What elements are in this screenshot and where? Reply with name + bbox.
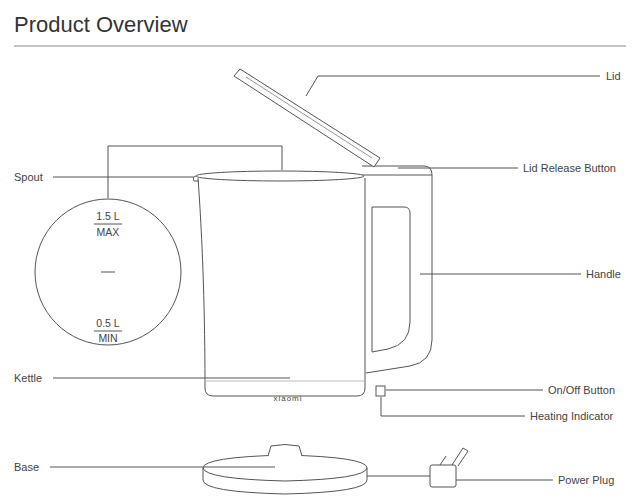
part-label: Spout	[14, 171, 43, 184]
level-mark: MAX	[97, 226, 120, 238]
level-mark: 0.5 L	[96, 317, 119, 329]
brand-logo: xiaomi	[273, 392, 302, 405]
part-label: On/Off Button	[548, 384, 615, 397]
level-inset-circle: 1.5 L MAX 0.5 L MIN	[34, 198, 182, 346]
part-label: Heating Indicator	[530, 410, 613, 423]
level-mark: MIN	[98, 332, 117, 344]
part-label: Base	[14, 461, 39, 474]
part-label: Handle	[586, 268, 621, 281]
part-label: Kettle	[14, 372, 42, 385]
part-label: Power Plug	[558, 474, 614, 487]
part-label: Lid Release Button	[523, 162, 616, 175]
page-title: Product Overview	[14, 12, 188, 38]
part-label: Lid	[606, 70, 621, 83]
level-mark: 1.5 L	[96, 210, 119, 222]
